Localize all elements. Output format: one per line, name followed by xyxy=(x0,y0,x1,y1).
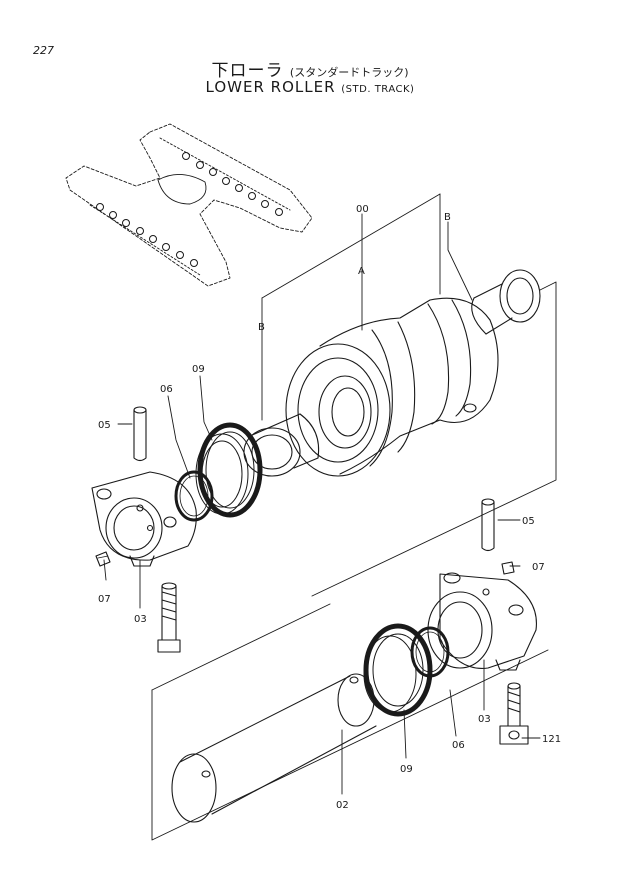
callout-pin-right: 05 xyxy=(522,516,535,527)
roller-shaft xyxy=(171,673,377,823)
callout-subassembly-a: A xyxy=(358,266,365,277)
set-screw-right xyxy=(501,561,515,575)
title-japanese-sub: (スタンダードトラック) xyxy=(289,66,409,79)
callout-seal-left: 09 xyxy=(192,364,205,375)
floating-seal-left xyxy=(195,422,263,518)
callout-pin-left: 05 xyxy=(98,420,111,431)
callout-setscrew-right: 07 xyxy=(532,562,545,573)
bushing-left xyxy=(243,413,320,477)
callout-bushing-left: B xyxy=(258,322,265,333)
pin-left xyxy=(133,406,147,462)
callout-setscrew-left: 07 xyxy=(98,594,111,605)
title-english-main: LOWER ROLLER xyxy=(205,78,336,96)
collar-left xyxy=(91,471,197,567)
floating-seal-right xyxy=(363,623,433,717)
title-japanese: 下ローラ (スタンダードトラック) xyxy=(0,56,620,81)
bushing-right xyxy=(471,269,541,335)
bolt-left xyxy=(157,582,181,653)
set-screw-left xyxy=(95,551,111,567)
o-ring-left xyxy=(174,470,214,522)
callout-shaft: 02 xyxy=(336,800,349,811)
callout-assembly: 00 xyxy=(356,204,369,215)
callout-collar-right: 03 xyxy=(478,714,491,725)
track-frame-sketch xyxy=(65,123,313,287)
callout-oring-right: 06 xyxy=(452,740,465,751)
page-number: 227 xyxy=(33,44,54,57)
callout-seal-right: 09 xyxy=(400,764,413,775)
callout-collar-left: 03 xyxy=(134,614,147,625)
callout-oring-left: 06 xyxy=(160,384,173,395)
callout-bolt: 121 xyxy=(542,734,561,745)
callout-bushing-right: B xyxy=(444,212,451,223)
title-english: LOWER ROLLER (STD. TRACK) xyxy=(0,78,620,96)
bolt-right xyxy=(499,682,529,745)
collar-right xyxy=(427,572,537,671)
roller-body xyxy=(285,297,499,477)
title-japanese-main: 下ローラ xyxy=(211,61,284,81)
pin-right xyxy=(481,498,495,552)
title-english-sub: (STD. TRACK) xyxy=(341,84,415,95)
